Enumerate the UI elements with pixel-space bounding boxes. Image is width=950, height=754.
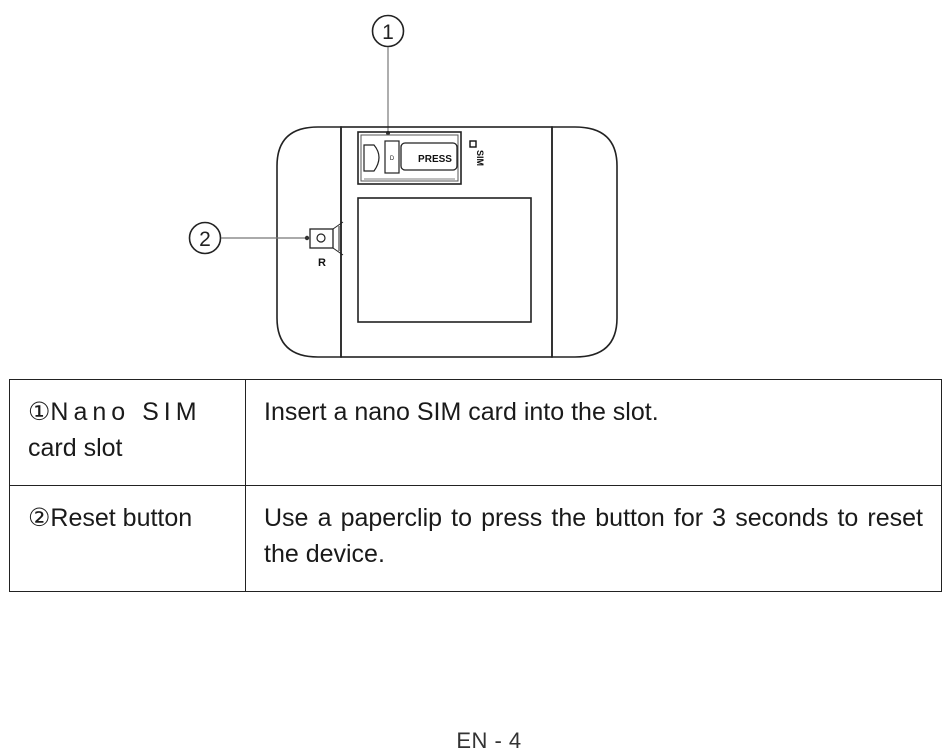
feature-table: ①Nano SIM card slot Insert a nano SIM car…	[9, 379, 942, 592]
feature-description: Insert a nano SIM card into the slot.	[245, 379, 942, 486]
feature-description: Use a paperclip to press the button for …	[245, 485, 942, 592]
feature-name: Reset button	[50, 504, 193, 532]
sim-tray: D PRESS	[357, 131, 462, 185]
name-marker: ②	[28, 504, 51, 532]
table-row: ②Reset button Use a paperclip to press t…	[9, 485, 942, 592]
table-row: ①Nano SIM card slot Insert a nano SIM car…	[9, 379, 942, 486]
page-number: EN - 4	[456, 728, 522, 753]
feature-name-cell: ①Nano SIM card slot	[9, 379, 246, 486]
device-body	[276, 126, 618, 358]
device-illustration: 1 D PRESS SIM 2	[188, 14, 618, 358]
sim-side-label-group: SIM	[475, 150, 485, 166]
feature-name-cell: ②Reset button	[9, 485, 246, 592]
device-screen	[357, 197, 532, 323]
reset-label: R	[318, 257, 326, 269]
name-line-2: card slot	[28, 434, 123, 462]
sim-side-icon	[469, 140, 477, 148]
device-diagram: 1 D PRESS SIM 2	[0, 0, 950, 370]
reset-button-hole: R	[309, 221, 344, 269]
tray-small-mark: D	[390, 156, 395, 162]
callout-2-label: 2	[199, 228, 211, 251]
feature-name: ①Nano SIM card slot	[28, 394, 237, 466]
callout-2: 2	[188, 221, 310, 255]
callout-1-label: 1	[382, 21, 394, 44]
name-line-1: Nano SIM	[50, 398, 202, 426]
callout-1: 1	[371, 14, 405, 135]
name-marker: ①	[28, 398, 51, 426]
sim-side-label: SIM	[475, 150, 485, 166]
sim-tray-press-label: PRESS	[418, 154, 452, 165]
